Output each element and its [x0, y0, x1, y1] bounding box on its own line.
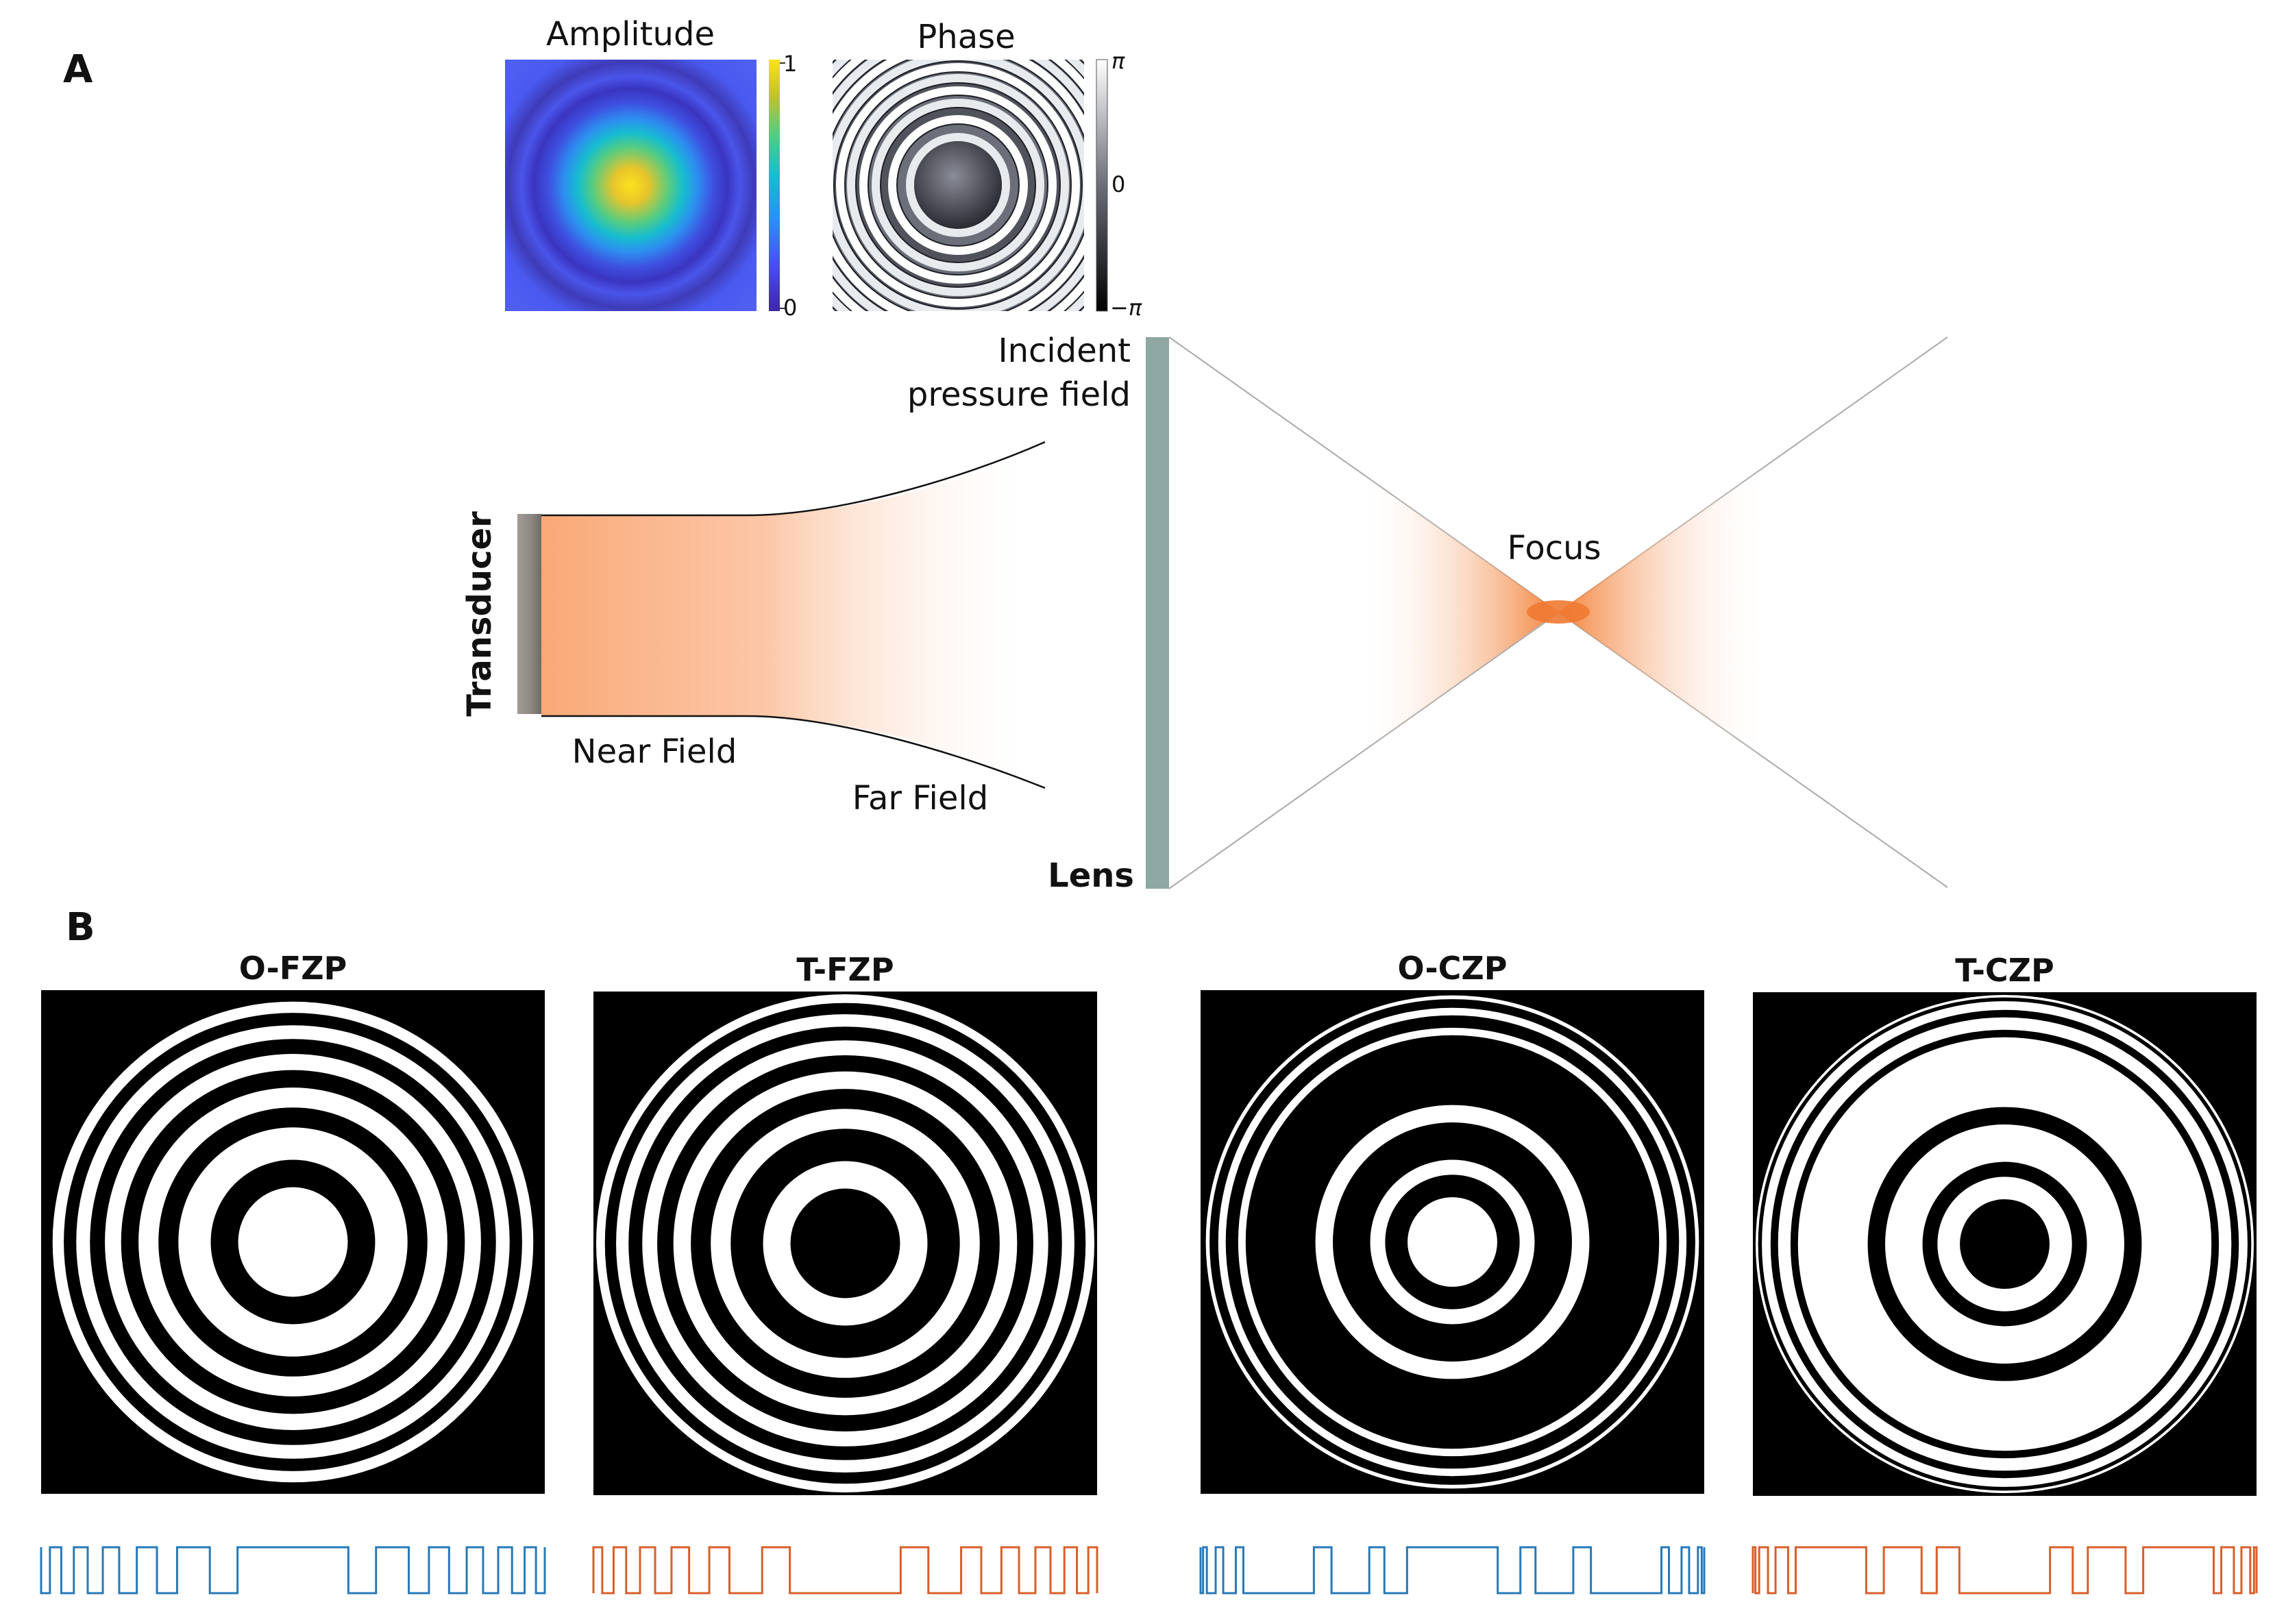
lens-label: Lens [1048, 857, 1134, 895]
amplitude-colorbar-max: 1 [783, 51, 797, 77]
zone-plate-profile [1752, 1546, 2258, 1595]
amplitude-colorbar [769, 60, 780, 311]
transducer [517, 514, 541, 714]
phase-map: Phase π 0 −π [833, 18, 1142, 321]
phase-title: Phase [917, 18, 1015, 56]
zone-ring [1960, 1199, 2050, 1289]
zone-plate-profile [1199, 1546, 1706, 1595]
amplitude-image [505, 60, 757, 311]
zone-plate-title: O-FZP [239, 950, 347, 987]
transducer-label: Transducer [460, 511, 499, 717]
phase-center [914, 141, 1002, 229]
amplitude-colorbar-min: 0 [783, 295, 797, 321]
zone-plate-title: O-CZP [1398, 950, 1508, 987]
amplitude-map: Amplitude 1 0 [505, 15, 797, 321]
transducer-beam [541, 447, 1042, 787]
far-field-label: Far Field [852, 779, 988, 817]
amplitude-title: Amplitude [546, 15, 715, 53]
zone-plate-title: T-CZP [1955, 952, 2054, 989]
beam-edge-top [541, 441, 1046, 517]
beam-edge-bottom [541, 715, 1046, 789]
panel-label-a: A [63, 47, 93, 92]
focus-cone-right [1558, 464, 1768, 762]
near-field-label: Near Field [572, 733, 737, 771]
focus-spot [1527, 600, 1590, 624]
zone-plate-4: T-CZP [1752, 952, 2258, 1595]
lens [1146, 337, 1169, 889]
zone-plate-2: T-FZP [592, 951, 1098, 1595]
phase-colorbar [1096, 59, 1108, 312]
phase-colorbar-mid: 0 [1111, 171, 1125, 197]
zone-plate-profile [592, 1546, 1098, 1595]
zone-ring [238, 1187, 348, 1297]
phase-colorbar-min: −π [1110, 295, 1142, 321]
zone-plate-1: O-FZP [40, 950, 546, 1595]
zone-plate-profile [40, 1546, 546, 1595]
zone-plate-3: O-CZP [1199, 950, 1706, 1595]
incident-label-line1: Incident [998, 332, 1131, 370]
phase-colorbar-max: π [1111, 48, 1125, 74]
incident-label-line2: pressure field [907, 376, 1131, 414]
zone-ring [790, 1188, 900, 1299]
zone-plate-title: T-FZP [796, 951, 894, 988]
zone-ring [1408, 1197, 1497, 1287]
focus-label: Focus [1507, 529, 1601, 567]
zone-plates: O-FZP T-FZP O-CZP T-CZP [40, 950, 2258, 1595]
panel-label-b: B [66, 905, 95, 950]
focus-cone-left [1357, 470, 1558, 756]
